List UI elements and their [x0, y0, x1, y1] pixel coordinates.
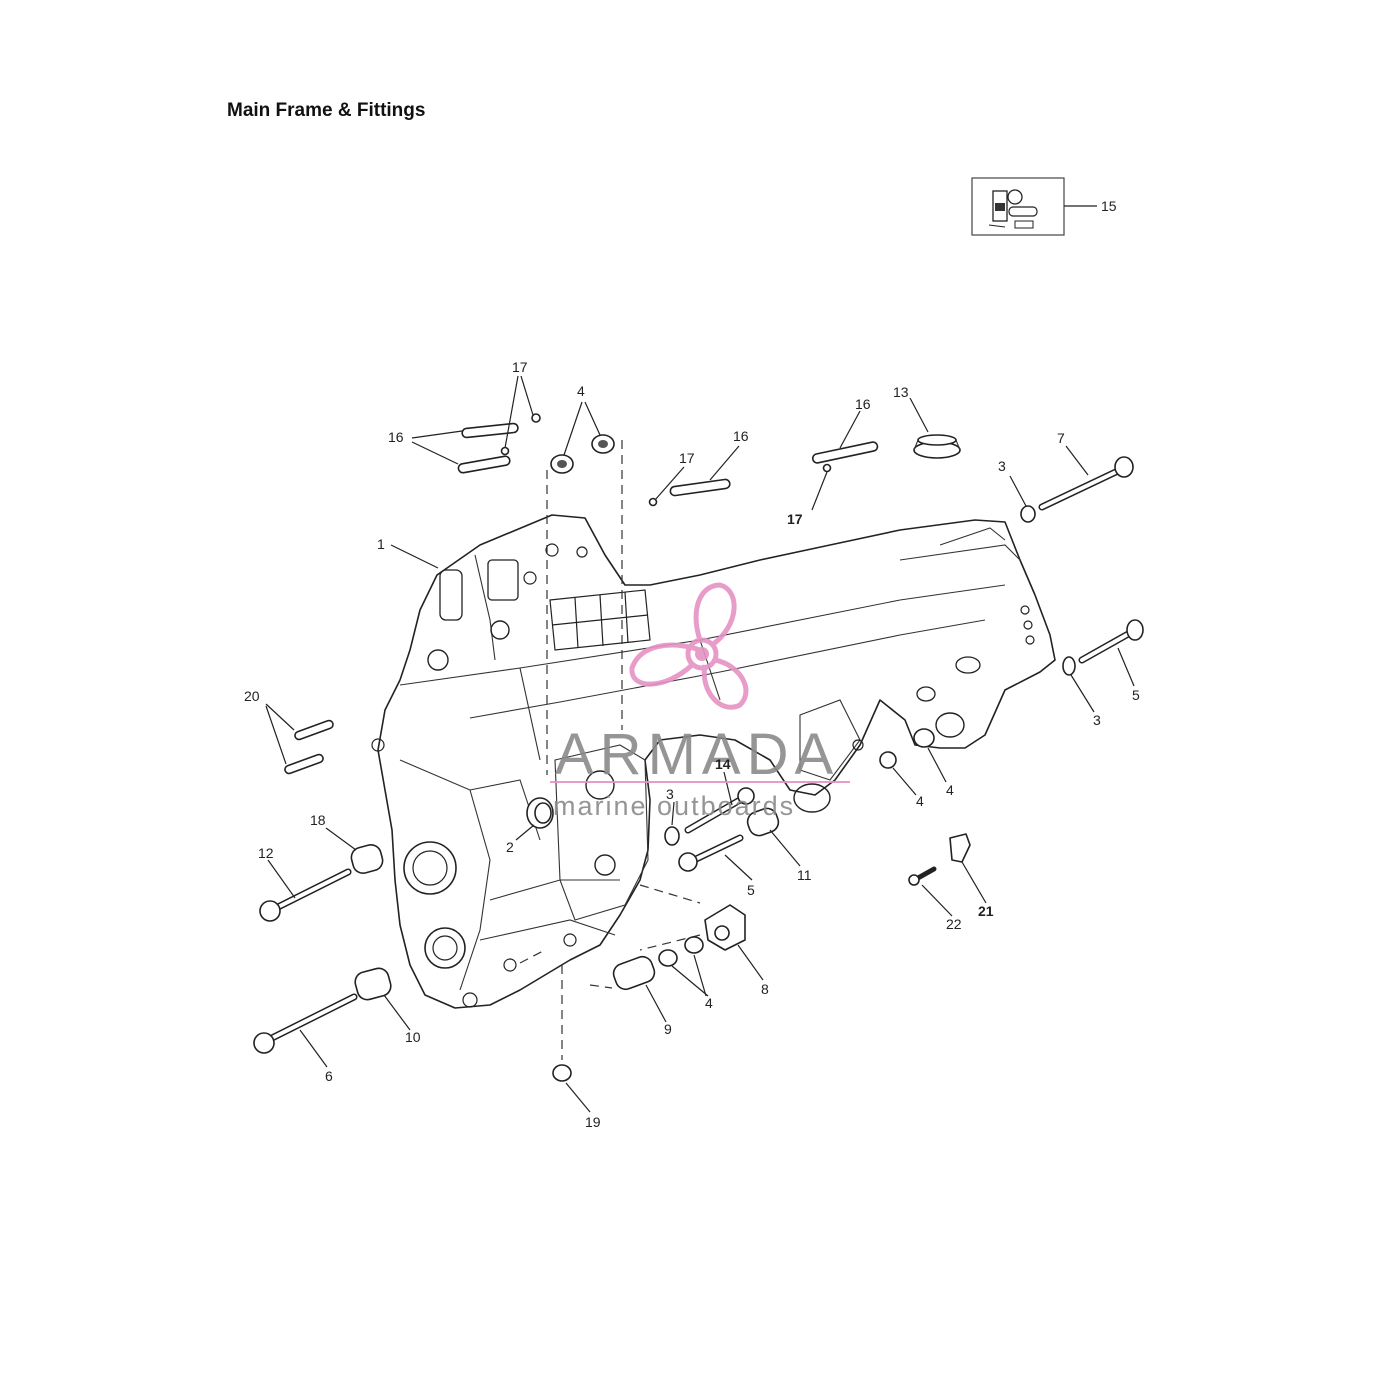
callout-13: 13 — [893, 384, 909, 400]
callout-16: 16 — [733, 428, 749, 444]
callout-15: 15 — [1101, 198, 1117, 214]
callout-19: 19 — [585, 1114, 601, 1130]
callout-17: 17 — [512, 359, 528, 375]
callout-16: 16 — [855, 396, 871, 412]
callout-11: 11 — [797, 867, 812, 883]
page-title: Main Frame & Fittings — [227, 100, 426, 121]
callout-3: 3 — [998, 458, 1006, 474]
watermark-brand: ARMADA — [555, 722, 839, 787]
propeller-logo — [629, 582, 749, 710]
callout-5: 5 — [747, 882, 755, 898]
hardware-parts — [253, 413, 1144, 1082]
callout-22: 22 — [946, 916, 962, 932]
callout-4: 4 — [916, 793, 924, 809]
callout-4: 4 — [705, 995, 713, 1011]
callout-6: 6 — [325, 1068, 333, 1084]
callout-21: 21 — [978, 903, 994, 919]
callout-3: 3 — [1093, 712, 1101, 728]
callout-9: 9 — [664, 1021, 672, 1037]
leader-lines — [265, 375, 1135, 1113]
callout-20: 20 — [244, 688, 260, 704]
callout-2: 2 — [506, 839, 514, 855]
callout-17: 17 — [787, 511, 803, 527]
callout-4: 4 — [946, 782, 954, 798]
callout-5: 5 — [1132, 687, 1140, 703]
callout-4: 4 — [577, 383, 585, 399]
inset-thumbnail-15 — [971, 177, 1097, 236]
armada-watermark: ARMADA marine outboards — [550, 582, 850, 821]
callout-1: 1 — [377, 536, 385, 552]
callout-16: 16 — [388, 429, 404, 445]
callout-labels: 1 2 3 3 3 4 4 4 4 5 5 6 7 8 9 10 11 12 1… — [244, 198, 1140, 1130]
callout-8: 8 — [761, 981, 769, 997]
callout-7: 7 — [1057, 430, 1065, 446]
callout-14: 14 — [715, 756, 731, 772]
callout-3: 3 — [666, 786, 674, 802]
callout-10: 10 — [405, 1029, 421, 1045]
callout-18: 18 — [310, 812, 326, 828]
watermark-tagline: marine outboards — [553, 791, 795, 821]
alignment-lines — [519, 440, 701, 1060]
callout-17: 17 — [679, 450, 695, 466]
callout-12: 12 — [258, 845, 274, 861]
